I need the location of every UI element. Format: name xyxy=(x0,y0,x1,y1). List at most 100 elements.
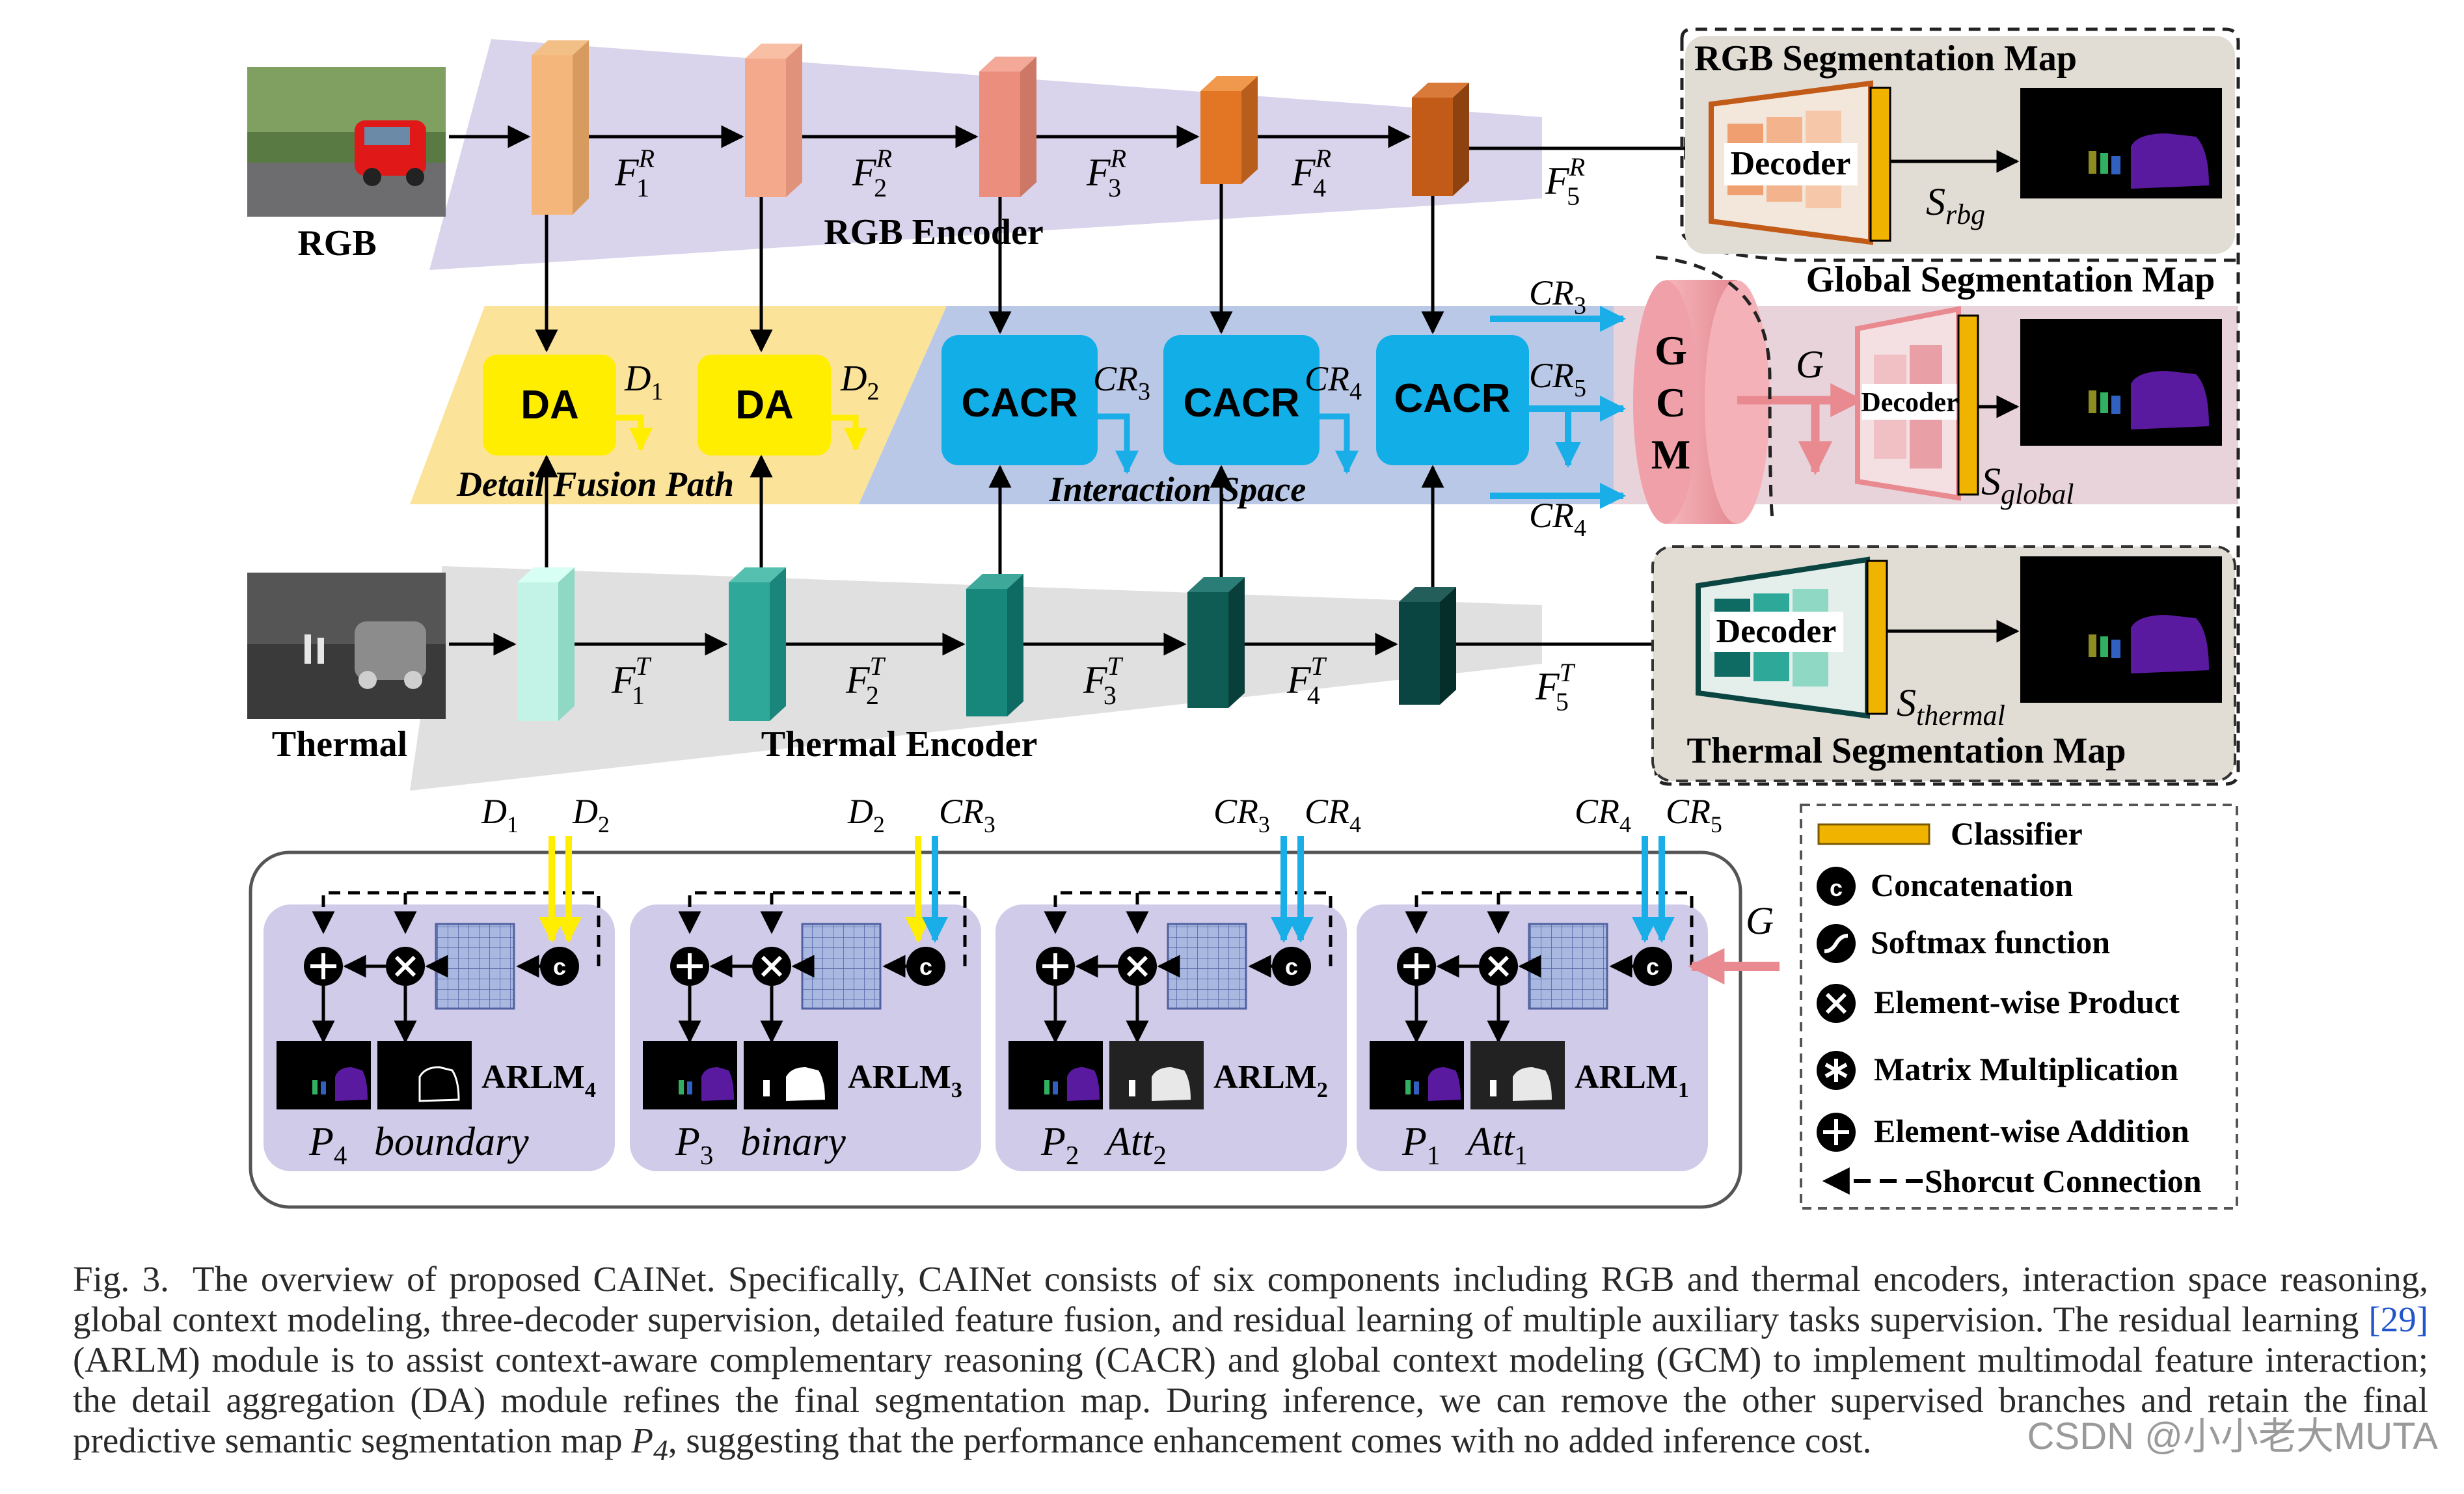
auxiliary-label: binary xyxy=(740,1120,846,1164)
thermal-input-image xyxy=(247,573,446,719)
caption-ref-link[interactable]: [29] xyxy=(2368,1299,2429,1339)
svg-text:c: c xyxy=(553,953,566,980)
detail-fusion-path-label: Detail Fusion Path xyxy=(456,465,734,504)
thermal-encoder-label: Thermal Encoder xyxy=(761,724,1038,765)
svg-text:Decoder: Decoder xyxy=(1861,388,1958,418)
svg-text:M: M xyxy=(1651,431,1690,478)
global-decoder: Decoder xyxy=(1855,306,1979,501)
thermal-decoder: Decoder xyxy=(1696,556,1888,719)
rgb-label: RGB xyxy=(297,223,376,264)
arlm-input-left: CR4 xyxy=(1575,792,1631,837)
thermal-label: Thermal xyxy=(272,724,407,765)
global-seg-map-label: Global Segmentation Map xyxy=(1806,260,2215,300)
rgb-block-2 xyxy=(745,44,802,197)
concat-icon xyxy=(906,947,945,986)
prediction-label: P3 xyxy=(675,1120,713,1170)
svg-text:c: c xyxy=(1285,953,1298,980)
rgb-decoder: Decoder xyxy=(1709,80,1891,245)
s-thermal-label: Sthermal xyxy=(1897,681,2005,731)
rgb-block-4 xyxy=(1200,76,1258,184)
legend-concatenation: Concatenation xyxy=(1871,867,2073,903)
svg-text:CACR: CACR xyxy=(1394,376,1510,421)
auxiliary-thumbnail xyxy=(377,1041,472,1109)
cr4-output-arrow xyxy=(1320,413,1359,474)
da-block-2: DA xyxy=(697,355,831,455)
da-block-1: DA xyxy=(483,355,616,455)
prediction-label: P4 xyxy=(308,1120,347,1170)
arlm-name: ARLM1 xyxy=(1575,1059,1689,1102)
cr3-label: CR3 xyxy=(1093,359,1150,405)
s-global-label: Sglobal xyxy=(1981,460,2074,510)
figure-caption: Fig. 3.The overview of proposed CAINet. … xyxy=(73,1259,2428,1471)
classifier-swatch xyxy=(1817,823,1930,845)
auxiliary-label: boundary xyxy=(374,1120,529,1164)
svg-text:Decoder: Decoder xyxy=(1716,613,1837,650)
d2-output-arrow xyxy=(831,414,867,452)
caption-p4: P4 xyxy=(631,1420,668,1467)
rgb-seg-map-label: RGB Segmentation Map xyxy=(1694,38,2077,79)
arlm-input-right: CR5 xyxy=(1666,792,1722,837)
cacr-block-3: CACR xyxy=(1376,335,1529,465)
interaction-space-label: Interaction Space xyxy=(1049,470,1306,509)
d2-label: D2 xyxy=(840,359,879,405)
svg-text:c: c xyxy=(919,953,932,980)
rgb-input-image xyxy=(247,67,446,217)
concat-icon xyxy=(1272,947,1311,986)
svg-text:Decoder: Decoder xyxy=(1731,145,1851,182)
rgb-encoder-label: RGB Encoder xyxy=(824,212,1044,252)
thermal-block-5 xyxy=(1399,587,1456,705)
rgb-global-dashed-region xyxy=(1654,27,2240,786)
cr4-gcm-label: CR4 xyxy=(1529,496,1586,542)
arlm-input-right: CR3 xyxy=(939,792,995,837)
g-label: G xyxy=(1796,343,1824,386)
arlm-name: ARLM2 xyxy=(1213,1059,1328,1102)
svg-text:G: G xyxy=(1655,327,1687,374)
svg-text:c: c xyxy=(1646,953,1659,980)
d1-output-arrow xyxy=(616,414,653,452)
csdn-watermark: CSDN @小小老大MUTA xyxy=(2027,1415,2438,1458)
caption-text-2: (ARLM) module is to assist context-aware… xyxy=(73,1340,2428,1460)
cacr-block-1: CACR xyxy=(941,335,1098,465)
rgb-seg-output xyxy=(2020,88,2222,198)
caption-label: Fig. 3. xyxy=(73,1259,169,1299)
s-rbg-label: Srbg xyxy=(1926,180,1985,230)
rgb-flow-arrows xyxy=(449,125,1707,160)
legend-addition: Element-wise Addition xyxy=(1874,1113,2189,1149)
arlm-input-left: D1 xyxy=(481,792,519,837)
architecture-figure: RGB Thermal xyxy=(247,27,2240,1210)
arlm-name: ARLM4 xyxy=(481,1059,596,1102)
svg-text:c: c xyxy=(1830,875,1843,901)
rgb-block-5 xyxy=(1412,83,1469,196)
auxiliary-label: Att1 xyxy=(1465,1120,1528,1170)
legend-box xyxy=(1800,804,2238,1210)
arlm-name: ARLM3 xyxy=(848,1059,962,1102)
rgb-block-1 xyxy=(532,40,589,215)
prediction-label: P1 xyxy=(1401,1120,1440,1170)
arlm-input-right: CR4 xyxy=(1305,792,1361,837)
concat-icon xyxy=(1633,947,1672,986)
rgb-block-3 xyxy=(979,57,1036,197)
arlm-input-left: D2 xyxy=(847,792,885,837)
svg-text:CACR: CACR xyxy=(961,381,1077,426)
caption-text-1: The overview of proposed CAINet. Specifi… xyxy=(73,1259,2428,1339)
concat-icon xyxy=(540,947,579,986)
cacr-block-2: CACR xyxy=(1163,335,1320,465)
svg-text:CACR: CACR xyxy=(1183,381,1299,426)
legend-softmax: Softmax function xyxy=(1871,924,2110,960)
legend-matmul: Matrix Multiplication xyxy=(1874,1051,2178,1087)
svg-text:C: C xyxy=(1656,379,1686,426)
thermal-block-2 xyxy=(729,567,786,721)
